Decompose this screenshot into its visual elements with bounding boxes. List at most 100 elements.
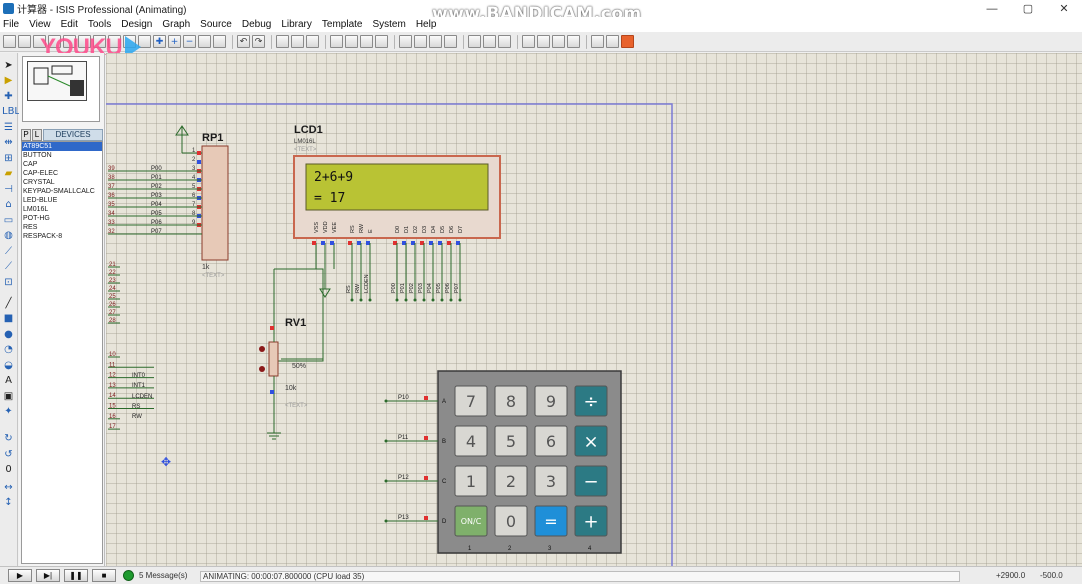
device-pin-icon[interactable]: ⊣ — [4, 184, 13, 195]
line-icon[interactable]: ╱ — [5, 298, 12, 309]
zoom-out-icon[interactable]: − — [183, 35, 196, 48]
menu-source[interactable]: Source — [200, 19, 232, 30]
rv1-body[interactable] — [268, 341, 279, 377]
pick-device-icon[interactable] — [399, 35, 412, 48]
keypad-key[interactable] — [574, 465, 608, 497]
pan-icon[interactable]: ✚ — [153, 35, 166, 48]
device-list-item[interactable]: CRYSTAL — [23, 179, 55, 186]
open-file-icon[interactable] — [18, 35, 31, 48]
minimize-button[interactable]: — — [986, 2, 998, 15]
menu-template[interactable]: Template — [321, 19, 363, 30]
message-status-icon[interactable] — [123, 570, 134, 581]
virtual-instrument-icon[interactable]: ⊡ — [4, 277, 13, 288]
make-device-icon[interactable] — [414, 35, 427, 48]
cut-icon[interactable] — [276, 35, 289, 48]
rotate-cw-icon[interactable]: ↻ — [4, 433, 13, 444]
pause-button[interactable]: ❚❚ — [64, 569, 88, 582]
bom-icon[interactable] — [567, 35, 580, 48]
keypad-key[interactable] — [494, 425, 528, 457]
rv1-increase-icon[interactable] — [259, 366, 265, 372]
menu-help[interactable]: Help — [415, 19, 437, 30]
device-list-item[interactable]: LM016L — [23, 206, 49, 213]
text-icon[interactable]: A — [5, 375, 12, 386]
save-icon[interactable] — [33, 35, 46, 48]
import-icon[interactable] — [48, 35, 61, 48]
keypad-key[interactable] — [574, 425, 608, 457]
close-button[interactable]: ✕ — [1059, 3, 1069, 15]
menu-library[interactable]: Library — [281, 19, 312, 30]
component-mode-icon[interactable]: ▶ — [4, 75, 13, 86]
text-script-icon[interactable]: ☰ — [4, 122, 13, 133]
marker-icon[interactable]: ✦ — [4, 406, 13, 417]
menu-debug[interactable]: Debug — [241, 19, 272, 30]
block-move-icon[interactable] — [345, 35, 358, 48]
selection-mode-icon[interactable]: ➤ — [4, 60, 13, 71]
generator-icon[interactable]: ◍ — [4, 230, 13, 241]
menu-design[interactable]: Design — [121, 19, 153, 30]
packaging-icon[interactable] — [429, 35, 442, 48]
stop-button[interactable]: ■ — [92, 569, 116, 582]
circle-icon[interactable]: ● — [4, 329, 13, 340]
device-list-item[interactable]: RESPACK-8 — [23, 233, 63, 240]
keypad-key[interactable] — [574, 385, 608, 417]
zoom-in-icon[interactable]: + — [168, 35, 181, 48]
keypad-key[interactable] — [494, 385, 528, 417]
device-list-item[interactable]: KEYPAD-SMALLCALC — [23, 188, 95, 195]
voltage-probe-icon[interactable]: ⟋ — [5, 246, 12, 257]
pick-devices-tab[interactable]: P — [21, 129, 31, 141]
box-icon[interactable]: ■ — [3, 313, 14, 324]
graph-icon[interactable]: ⌂ — [5, 199, 12, 210]
property-assign-icon[interactable] — [498, 35, 511, 48]
new-sheet-icon[interactable] — [522, 35, 535, 48]
device-list-item[interactable]: CAP-ELEC — [23, 170, 59, 177]
new-file-icon[interactable] — [3, 35, 16, 48]
remove-sheet-icon[interactable] — [537, 35, 550, 48]
zoom-all-icon[interactable] — [198, 35, 211, 48]
block-delete-icon[interactable] — [375, 35, 388, 48]
tape-recorder-icon[interactable]: ▭ — [3, 215, 14, 226]
play-button[interactable]: ▶ — [8, 569, 32, 582]
redo-icon[interactable]: ↷ — [252, 35, 265, 48]
menu-graph[interactable]: Graph — [162, 19, 191, 30]
mirror-x-icon[interactable]: ↔ — [4, 482, 13, 493]
exit-to-parent-icon[interactable] — [552, 35, 565, 48]
message-count[interactable]: 5 Message(s) — [139, 571, 188, 580]
junction-dot-icon[interactable]: ✚ — [4, 91, 13, 102]
keypad-key[interactable] — [534, 385, 568, 417]
wire-label-icon[interactable]: LBL — [2, 106, 21, 117]
export-icon[interactable] — [63, 35, 76, 48]
keypad-key[interactable] — [534, 465, 568, 497]
mirror-y-icon[interactable]: ↕ — [4, 497, 13, 508]
schematic-canvas[interactable]: ✥ RP1 1k <TEXT> LCD1 LM016L <TEXT> 2+6+9… — [106, 53, 1082, 566]
path-icon[interactable]: ◒ — [4, 360, 13, 371]
overview-window[interactable] — [22, 56, 100, 122]
keypad-key[interactable] — [454, 465, 488, 497]
decompose-icon[interactable] — [444, 35, 457, 48]
keypad-key[interactable] — [454, 425, 488, 457]
keypad-key[interactable] — [494, 505, 528, 537]
refresh-icon[interactable] — [108, 35, 121, 48]
ares-icon[interactable] — [621, 35, 634, 48]
device-list-item[interactable]: AT89C51 — [22, 142, 102, 151]
menu-tools[interactable]: Tools — [87, 19, 112, 30]
keypad-key[interactable] — [454, 385, 488, 417]
erc-icon[interactable] — [606, 35, 619, 48]
wire-autorouter-icon[interactable] — [468, 35, 481, 48]
rv1-decrease-icon[interactable] — [259, 346, 265, 352]
undo-icon[interactable]: ↶ — [237, 35, 250, 48]
menu-system[interactable]: System — [372, 19, 406, 30]
menu-edit[interactable]: Edit — [60, 19, 78, 30]
search-tag-icon[interactable] — [483, 35, 496, 48]
maximize-button[interactable]: ▢ — [1022, 3, 1034, 15]
bus-icon[interactable]: ⇹ — [4, 137, 13, 148]
zoom-area-icon[interactable] — [213, 35, 226, 48]
keypad-key[interactable] — [534, 505, 568, 537]
keypad-key[interactable] — [534, 425, 568, 457]
symbol-icon[interactable]: ▣ — [3, 391, 14, 402]
print-icon[interactable] — [78, 35, 91, 48]
current-probe-icon[interactable]: ⟋ — [5, 261, 12, 272]
keypad-key[interactable] — [454, 505, 488, 537]
device-list-item[interactable]: POT-HG — [23, 215, 50, 222]
device-list-item[interactable]: BUTTON — [23, 152, 52, 159]
keypad-key[interactable] — [574, 505, 608, 537]
